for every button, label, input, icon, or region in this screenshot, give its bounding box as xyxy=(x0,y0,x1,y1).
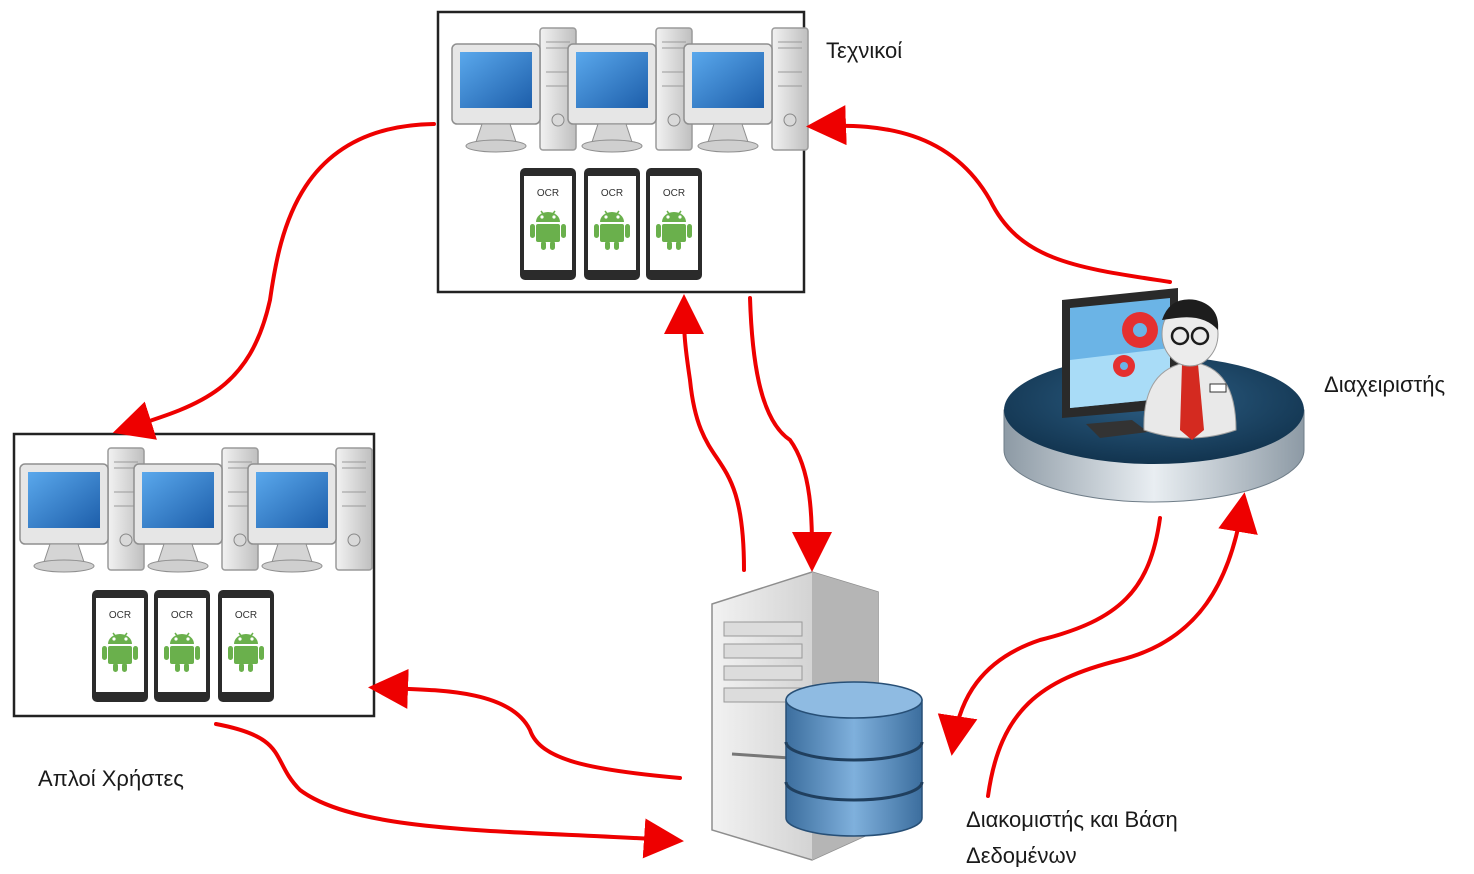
server-database-label: Διακομιστής και Βάση Δεδομένων xyxy=(966,802,1178,874)
server-label-line2: Δεδομένων xyxy=(966,843,1077,868)
android-phone-icon: OCR xyxy=(645,167,703,281)
phone-ocr-label: OCR xyxy=(171,610,193,621)
technicians-box: OCR OCR OCR xyxy=(436,10,809,294)
arrow-server-to-users xyxy=(368,668,682,780)
android-phone-icon: OCR xyxy=(217,589,275,703)
arrow-users-to-server xyxy=(214,722,684,859)
administrator-icon xyxy=(1003,288,1305,503)
phone-ocr-label: OCR xyxy=(601,188,623,199)
arrow-server-to-technicians xyxy=(664,294,746,572)
android-phone-icon: OCR xyxy=(583,167,641,281)
database-server-icon xyxy=(711,571,924,861)
arrow-technicians-to-users xyxy=(112,122,436,440)
android-phone-icon: OCR xyxy=(91,589,149,703)
administrator-label: Διαχειριστής xyxy=(1324,372,1446,397)
android-phone-icon: OCR xyxy=(153,589,211,703)
phone-ocr-label: OCR xyxy=(663,188,685,199)
simple-users-label: Απλοί Χρήστες xyxy=(38,766,184,791)
technicians-label: Τεχνικοί xyxy=(826,38,903,63)
simple-users-box: OCR OCR OCR xyxy=(12,432,376,718)
phone-ocr-label: OCR xyxy=(109,610,131,621)
arrow-server-to-admin xyxy=(986,492,1258,798)
phone-ocr-label: OCR xyxy=(537,188,559,199)
phone-ocr-label: OCR xyxy=(235,610,257,621)
arrow-technicians-to-server xyxy=(748,296,832,572)
server-label-line1: Διακομιστής και Βάση xyxy=(966,807,1178,832)
arrow-admin-to-technicians xyxy=(806,105,1172,284)
android-phone-icon: OCR xyxy=(519,167,577,281)
arrow-admin-to-server xyxy=(937,516,1162,756)
